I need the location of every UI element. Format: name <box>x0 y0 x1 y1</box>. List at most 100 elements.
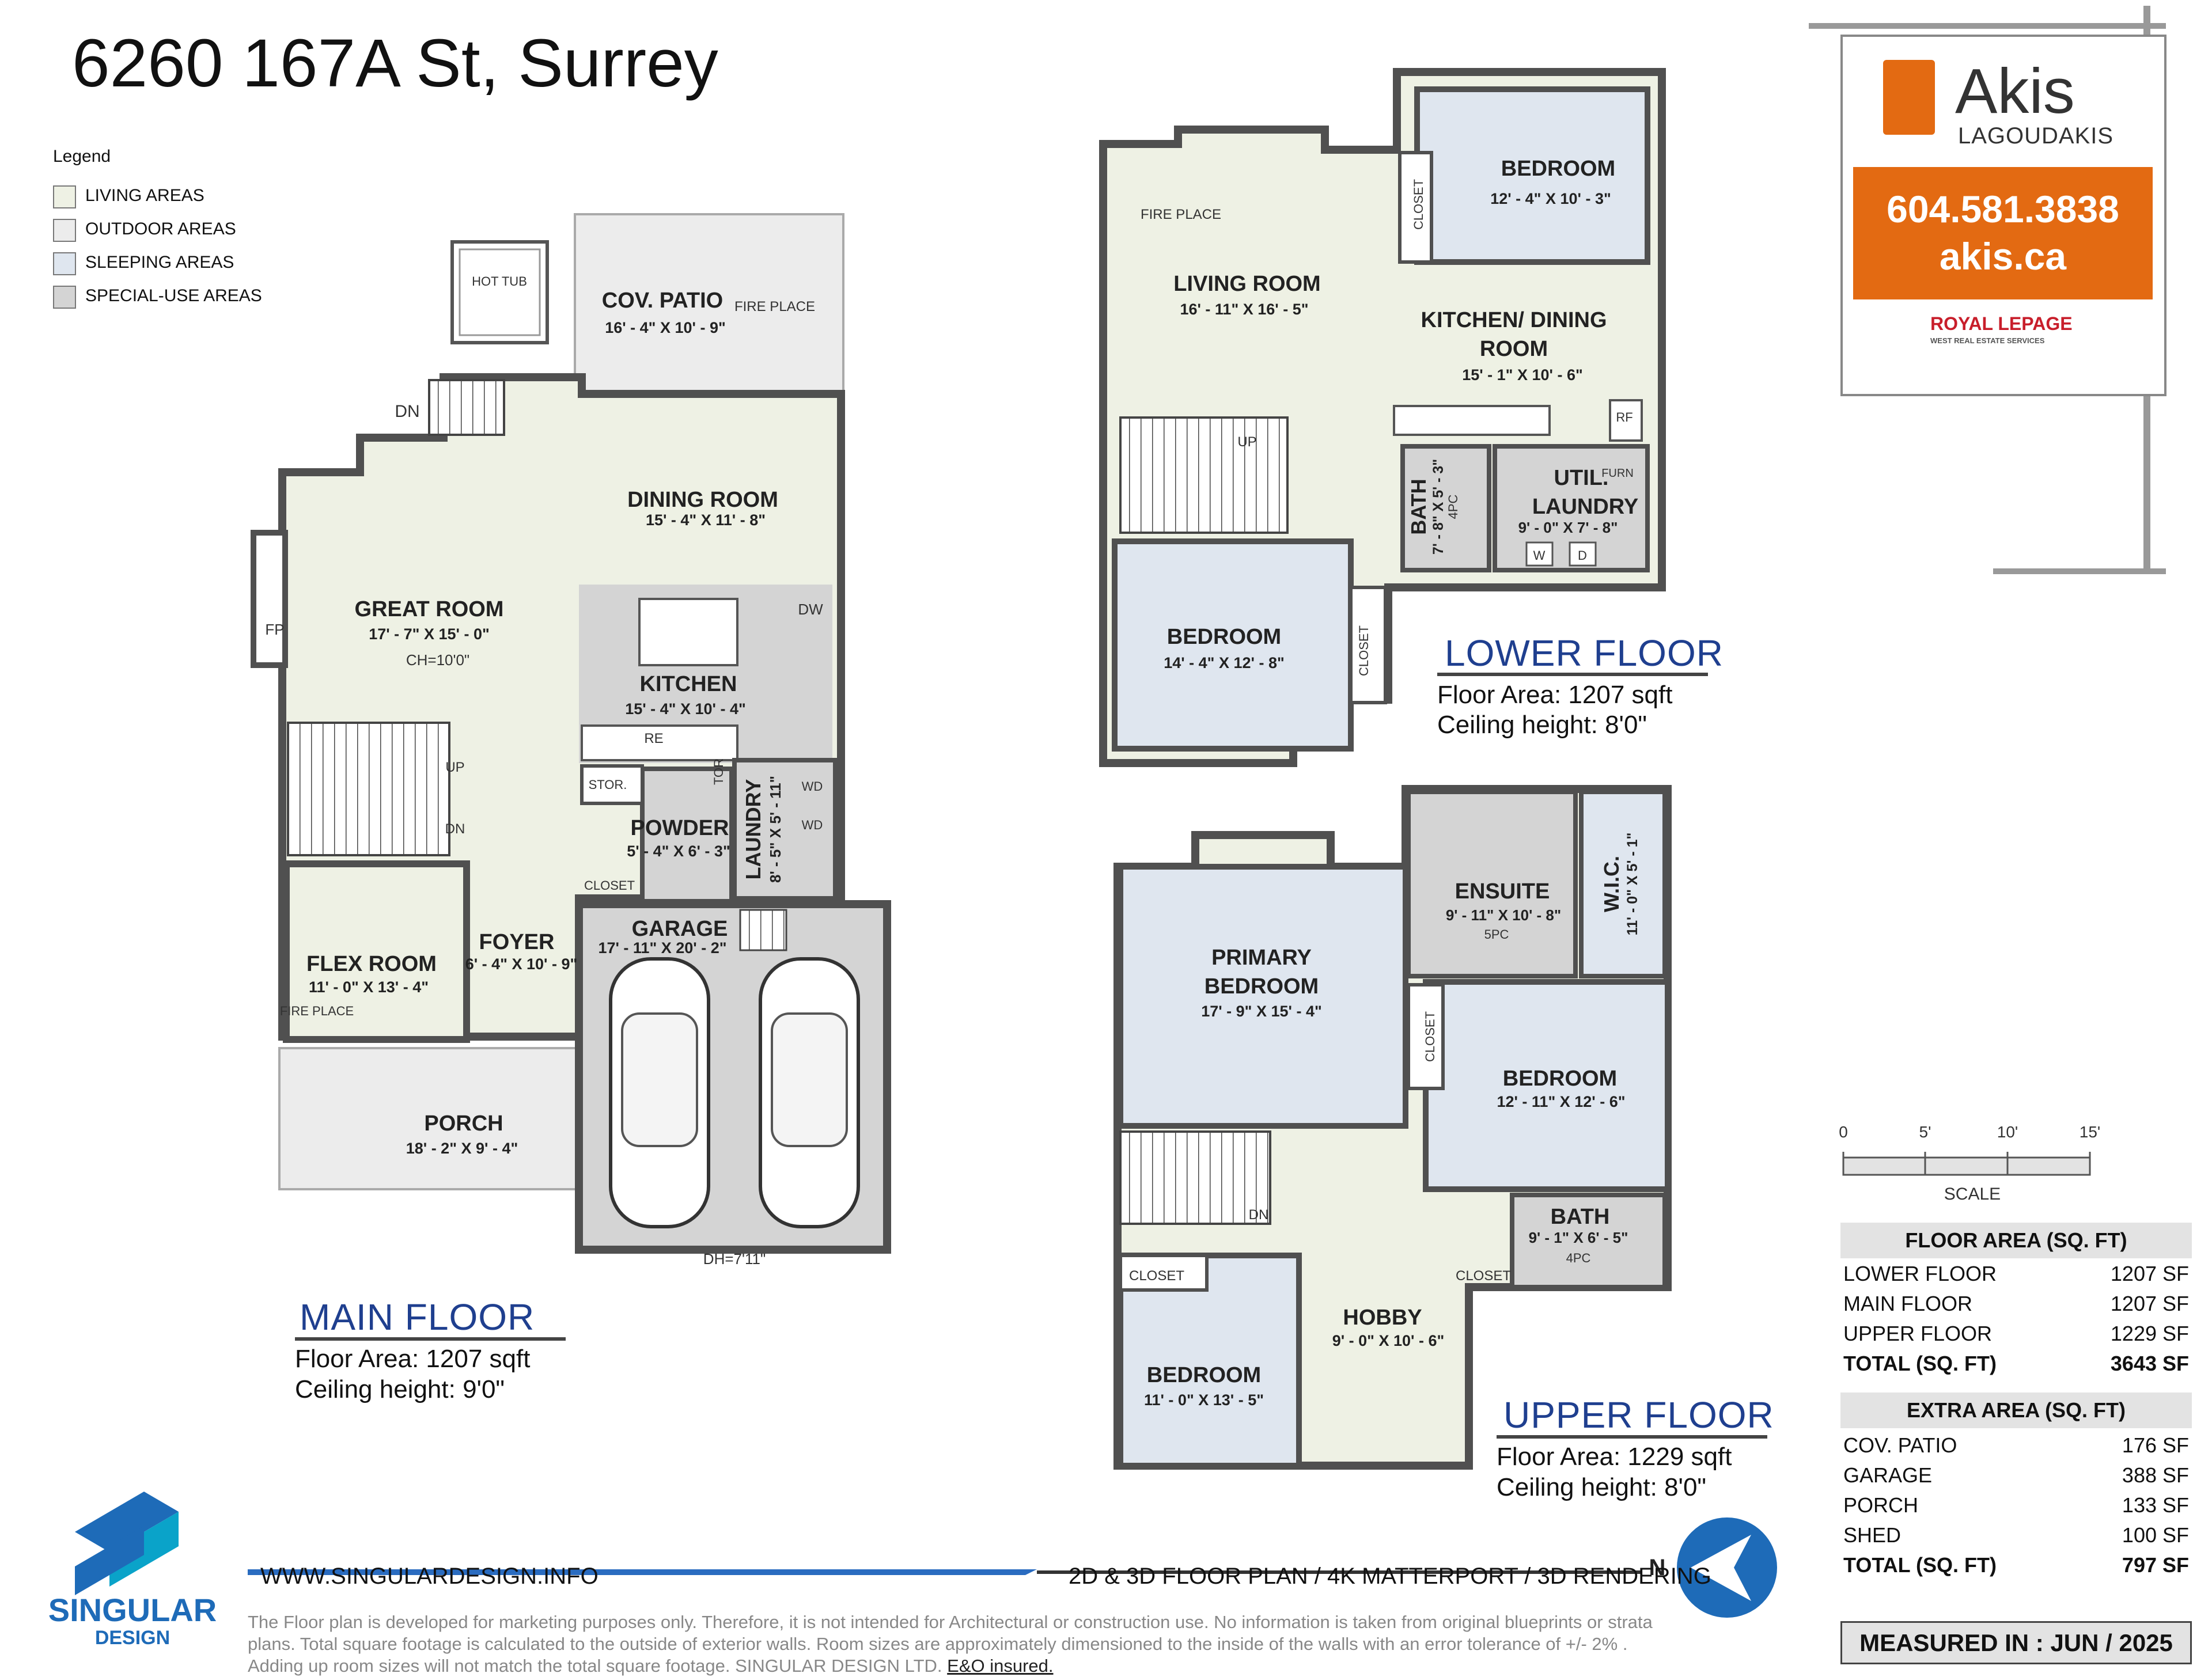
scale-bar: 0 5' 10' 15' SCALE <box>1839 1123 2100 1204</box>
lower-floor-plan: BEDROOM 12' - 4" X 10' - 3" CLOSET FIRE … <box>1099 68 1666 767</box>
lower-floor-underline <box>1437 673 1708 676</box>
scale-label: SCALE <box>1944 1185 2001 1204</box>
lower-kitchen-name-2: ROOM <box>1480 337 1548 361</box>
upper-floor-ceiling: Ceiling height: 8'0" <box>1497 1473 1707 1501</box>
floor-area-heading: FLOOR AREA (SQ. FT) <box>1840 1223 2192 1258</box>
extra-area-heading: EXTRA AREA (SQ. FT) <box>1840 1393 2192 1428</box>
compass-north-label: N <box>1649 1555 1666 1580</box>
lower-bedroom-2-size: 14' - 4" X 12' - 8" <box>1164 654 1285 671</box>
flex-fireplace-label: FIRE PLACE <box>280 1004 354 1018</box>
lower-floor-ceiling: Ceiling height: 8'0" <box>1437 711 1647 739</box>
lower-bedroom-2 <box>1112 538 1354 752</box>
upper-ensuite-size: 9' - 11" X 10' - 8" <box>1446 906 1561 924</box>
kitchen-island <box>638 598 738 666</box>
flex-room-area <box>283 860 470 1043</box>
lower-closet-2-label: CLOSET <box>1357 625 1371 676</box>
garage-door-height: DH=7'11" <box>703 1250 766 1268</box>
lower-fireplace-label: FIRE PLACE <box>1141 207 1221 222</box>
singular-brand-1: SINGULAR <box>48 1592 217 1628</box>
lower-kitchen-name-1: KITCHEN/ DINING <box>1421 308 1607 332</box>
plan-shape <box>251 530 288 668</box>
porch-size: 18' - 2" X 9' - 4" <box>406 1140 518 1157</box>
lower-bedroom-1-size: 12' - 4" X 10' - 3" <box>1490 190 1611 207</box>
legend-heading: Legend <box>53 147 111 166</box>
upper-wic-name: W.I.C. <box>1600 856 1623 912</box>
cov-patio-size: 16' - 4" X 10' - 9" <box>605 319 726 336</box>
foyer-size: 6' - 4" X 10' - 9" <box>465 955 578 973</box>
brokerage-sub: WEST REAL ESTATE SERVICES <box>1930 336 2045 345</box>
measured-date: MEASURED IN : JUN / 2025 <box>1840 1621 2192 1664</box>
agent-phone[interactable]: 604.581.3838 <box>1887 188 2119 230</box>
legend-swatch-sleeping <box>53 252 76 275</box>
hot-tub <box>450 240 549 344</box>
footer-website-link[interactable]: WWW.SINGULARDESIGN.INFO <box>260 1564 599 1589</box>
agent-surname: LAGOUDAKIS <box>1958 123 2114 149</box>
great-room-name: GREAT ROOM <box>355 597 504 621</box>
car-right <box>759 957 860 1228</box>
scale-tick-5: 5' <box>1919 1123 1931 1141</box>
main-floor-underline <box>295 1337 566 1341</box>
lower-utility-name-2: LAUNDRY <box>1532 495 1638 519</box>
agent-website[interactable]: akis.ca <box>1939 235 2067 278</box>
cov-patio-area <box>574 213 844 395</box>
stor-label: STOR. <box>589 777 627 792</box>
upper-ensuite <box>1406 790 1578 978</box>
plan-shape <box>1842 1156 2091 1176</box>
re-label: RE <box>644 731 663 746</box>
plan-shape <box>739 909 787 951</box>
lower-stairs-up-label: UP <box>1237 434 1256 450</box>
fp-label: FP <box>265 621 284 638</box>
agent-logo-icon <box>1883 60 1935 135</box>
footer-tagline: 2D & 3D FLOOR PLAN / 4K MATTERPORT / 3D … <box>1069 1564 1711 1589</box>
powder-area <box>640 767 734 904</box>
upper-primary-size: 17' - 9" X 15' - 4" <box>1201 1003 1322 1020</box>
porch-name: PORCH <box>424 1111 503 1136</box>
dw-label: DW <box>798 601 823 618</box>
upper-wic <box>1579 790 1667 978</box>
upper-ensuite-name: ENSUITE <box>1455 879 1550 904</box>
floor-area-total-row: TOTAL (SQ. FT)3643 SF <box>1843 1352 2189 1375</box>
main-stairs <box>287 722 450 856</box>
main-floor-ceiling: Ceiling height: 9'0" <box>295 1375 505 1403</box>
legend-swatch-outdoor <box>53 219 76 242</box>
dining-room-size: 15' - 4" X 11' - 8" <box>646 511 766 529</box>
plan-shape <box>1393 405 1551 436</box>
lower-furn-label: FURN <box>1601 467 1634 480</box>
lower-kitchen-size: 15' - 1" X 10' - 6" <box>1462 366 1583 384</box>
plan-shape <box>1609 399 1643 442</box>
upper-bedroom-1-name: BEDROOM <box>1503 1067 1617 1091</box>
stor-area <box>580 764 644 805</box>
stairs-dn-label: DN <box>445 821 465 837</box>
upper-closet-3-label: CLOSET <box>1456 1268 1511 1284</box>
legend-label-outdoor: OUTDOOR AREAS <box>85 219 236 238</box>
plan-shape <box>581 724 738 761</box>
plan-shape <box>1691 1535 1751 1601</box>
lower-bath <box>1400 444 1491 572</box>
lower-floor-area: Floor Area: 1207 sqft <box>1437 681 1673 709</box>
laundry-size: 8' - 5" X 5' - 11" <box>767 776 784 883</box>
singular-design-logo <box>75 1492 179 1595</box>
legend-label-sleeping: SLEEPING AREAS <box>85 253 234 272</box>
legend-label-living: LIVING AREAS <box>85 186 204 205</box>
plan-shape <box>459 248 541 336</box>
plan-shape <box>1349 586 1387 704</box>
plan-shape <box>1407 983 1445 1090</box>
stairs-up-label: UP <box>445 760 464 775</box>
plan-shape <box>1525 541 1554 567</box>
brokerage-name: ROYAL LEPAGE <box>1930 313 2073 334</box>
lower-washer-label: W <box>1533 548 1546 563</box>
cov-patio-name: COV. PATIO <box>602 289 723 313</box>
patio-stairs-dn-label: DN <box>395 402 419 421</box>
great-room-ceiling: CH=10'0" <box>406 651 469 669</box>
lower-utility-name-1: UTIL. <box>1554 466 1609 490</box>
lower-bedroom-1-name: BEDROOM <box>1501 157 1615 181</box>
plan-shape <box>1569 541 1597 567</box>
upper-hobby-size: 9' - 0" X 10' - 6" <box>1332 1332 1445 1349</box>
lower-living-name: LIVING ROOM <box>1173 272 1320 296</box>
plan-shape <box>75 1526 144 1595</box>
lower-bath-type: 4PC <box>1446 494 1460 519</box>
